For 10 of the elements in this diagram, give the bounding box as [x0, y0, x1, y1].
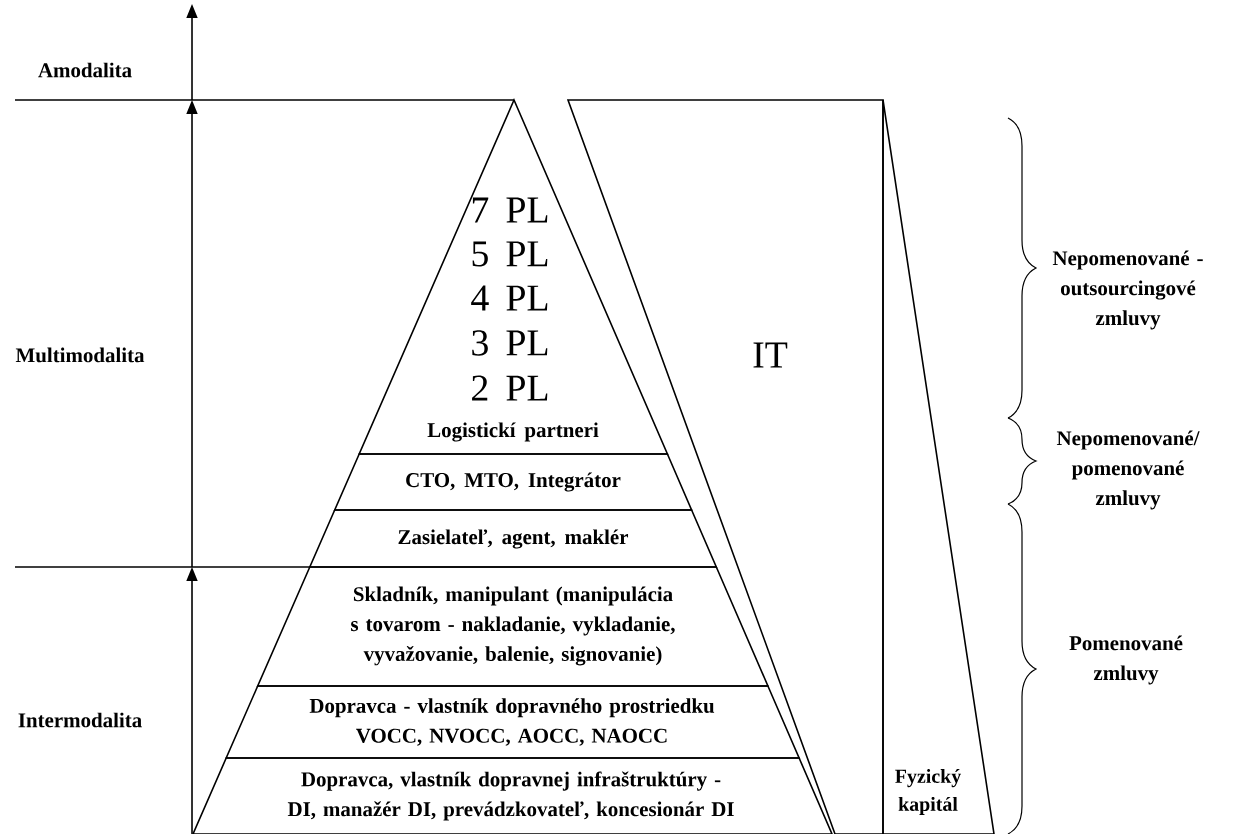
- category-label: Intermodalita: [18, 712, 142, 728]
- triangle-panel: Fyzický kapitál: [882, 99, 995, 834]
- category-label: Nepomenované - outsourcingové zmluvy: [1052, 250, 1203, 330]
- pyramid-band: Dopravca - vlastník dopravného prostriedku VOCC, NVOCC, AOCC, NAOCC: [225, 685, 801, 759]
- pyramid-band: Skladník, manipulant (manipulácia s tovarom - nakladanie, vykladanie, vyvažovanie, balenie, signovanie): [256, 566, 770, 687]
- category-label: Nepomenované/ pomenované zmluvy: [1056, 430, 1200, 510]
- category-label: Multimodalita: [15, 347, 145, 363]
- category-label: Pomenované zmluvy: [1069, 635, 1183, 685]
- pyramid-band: CTO, MTO, Integrátor: [333, 453, 693, 511]
- category-label: Amodalita: [38, 62, 132, 78]
